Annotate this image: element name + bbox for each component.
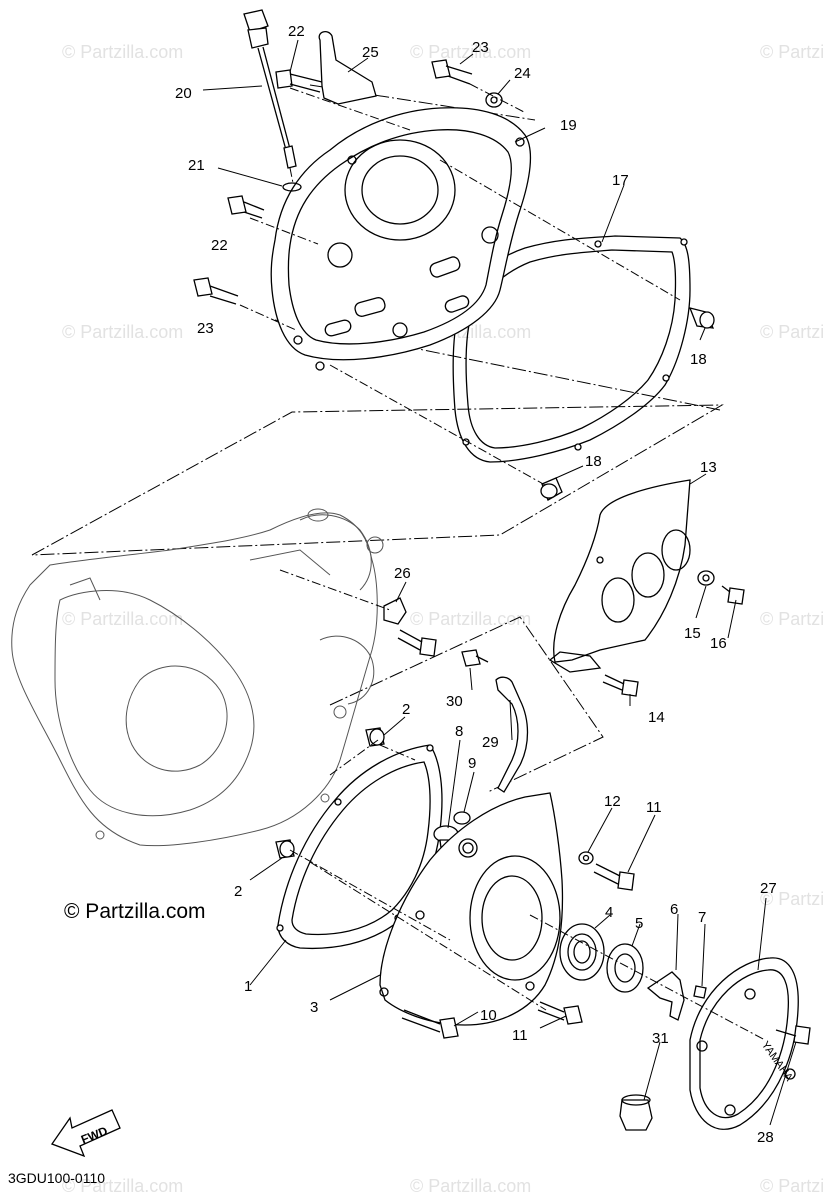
callout-3: 3 (310, 999, 318, 1016)
bolt (397, 629, 437, 657)
bolt (775, 1025, 811, 1045)
callout-8: 8 (455, 723, 463, 740)
o-ring (453, 811, 471, 825)
screw (693, 985, 707, 999)
bearing (559, 923, 605, 981)
callout-30: 30 (446, 693, 463, 710)
callout-5: 5 (635, 915, 643, 932)
bolt (537, 1001, 583, 1025)
oil-dipstick (243, 9, 297, 169)
clamp (383, 597, 407, 625)
callout-26: 26 (394, 565, 411, 582)
washer (578, 851, 594, 865)
callout-11: 11 (646, 799, 662, 816)
diagram-code: 3GDU100-0110 (8, 1170, 106, 1186)
dowel-pin (275, 839, 295, 859)
watermark: © Partzilla.com (410, 42, 531, 62)
watermark: © Partzilla.com (760, 889, 823, 909)
breather-plate (495, 676, 529, 793)
callout-25: 25 (362, 44, 379, 61)
callout-22: 22 (288, 23, 305, 40)
fwd-arrow-icon: FWD (50, 1109, 121, 1158)
dowel-pin (365, 727, 385, 747)
o-ring (282, 182, 302, 192)
crankcase-outline (11, 508, 384, 847)
callout-24: 24 (514, 65, 531, 82)
bolt (461, 649, 489, 667)
callout-19: 19 (560, 117, 577, 134)
callout-6: 6 (670, 901, 678, 918)
callout-29: 29 (482, 734, 499, 751)
callout-9: 9 (468, 755, 476, 772)
bolt (275, 69, 323, 93)
crankcase-cover-2 (379, 792, 564, 1026)
crankcase-cover-gasket-2 (276, 744, 443, 950)
watermark-layer: © Partzilla.com © Partzilla.com © Partzi… (62, 42, 823, 1196)
cable-guide-bracket (318, 30, 377, 105)
alignment-lines (239, 83, 681, 486)
callout-20: 20 (175, 85, 192, 102)
leader-lines (202, 39, 797, 1126)
bolt (593, 863, 635, 891)
copyright-text: © Partzilla.com (64, 900, 206, 923)
alignment-lines-lower (279, 569, 766, 1041)
callout-23: 23 (472, 39, 489, 56)
callout-23: 23 (197, 320, 214, 337)
dowel-pin (688, 307, 715, 329)
callout-17: 17 (612, 172, 629, 189)
dowel-pin (540, 477, 563, 501)
watermark: © Partzilla.com (62, 609, 183, 629)
drive-sprocket-cover (548, 479, 691, 673)
callout-13: 13 (700, 459, 717, 476)
bolt (431, 59, 473, 85)
watermark: © Partzilla.com (62, 42, 183, 62)
callout-14: 14 (648, 709, 665, 726)
callout-15: 15 (684, 625, 701, 642)
bolt (602, 674, 639, 697)
callout-2: 2 (402, 701, 410, 718)
watermark: © Partzilla.com (62, 1176, 183, 1196)
watermark: © Partzilla.com (760, 322, 823, 342)
callout-1: 1 (244, 978, 252, 995)
callout-22: 22 (211, 237, 228, 254)
bolt (721, 585, 745, 605)
bolt (227, 195, 265, 219)
watermark: © Partzilla.com (410, 609, 531, 629)
oil-seal (606, 943, 644, 993)
callout-18: 18 (585, 453, 602, 470)
callout-28: 28 (757, 1129, 774, 1146)
clutch-cover: YAMAHA (689, 957, 799, 1130)
bolt (401, 1009, 459, 1039)
callout-7: 7 (698, 909, 706, 926)
retaining-plate (646, 971, 685, 1021)
watermark: © Partzilla.com (760, 42, 823, 62)
callout-27: 27 (760, 880, 777, 897)
watermark: © Partzilla.com (62, 322, 183, 342)
watermark: © Partzilla.com (760, 609, 823, 629)
callout-16: 16 (710, 635, 727, 652)
callouts: 22 25 23 24 20 19 21 17 22 23 18 18 13 2… (175, 23, 777, 1146)
callout-10: 10 (480, 1007, 497, 1024)
callout-18: 18 (690, 351, 707, 368)
callout-2: 2 (234, 883, 242, 900)
watermark: © Partzilla.com (410, 1176, 531, 1196)
washer (697, 570, 715, 586)
callout-12: 12 (604, 793, 621, 810)
grommet (619, 1094, 653, 1131)
callout-21: 21 (188, 157, 205, 174)
callout-31: 31 (652, 1030, 669, 1047)
crankcase-cover-1 (270, 107, 532, 371)
bolt (193, 277, 239, 305)
callout-11: 11 (512, 1027, 528, 1044)
callout-4: 4 (605, 904, 613, 921)
watermark: © Partzilla.com (760, 1176, 823, 1196)
washer (485, 92, 503, 108)
